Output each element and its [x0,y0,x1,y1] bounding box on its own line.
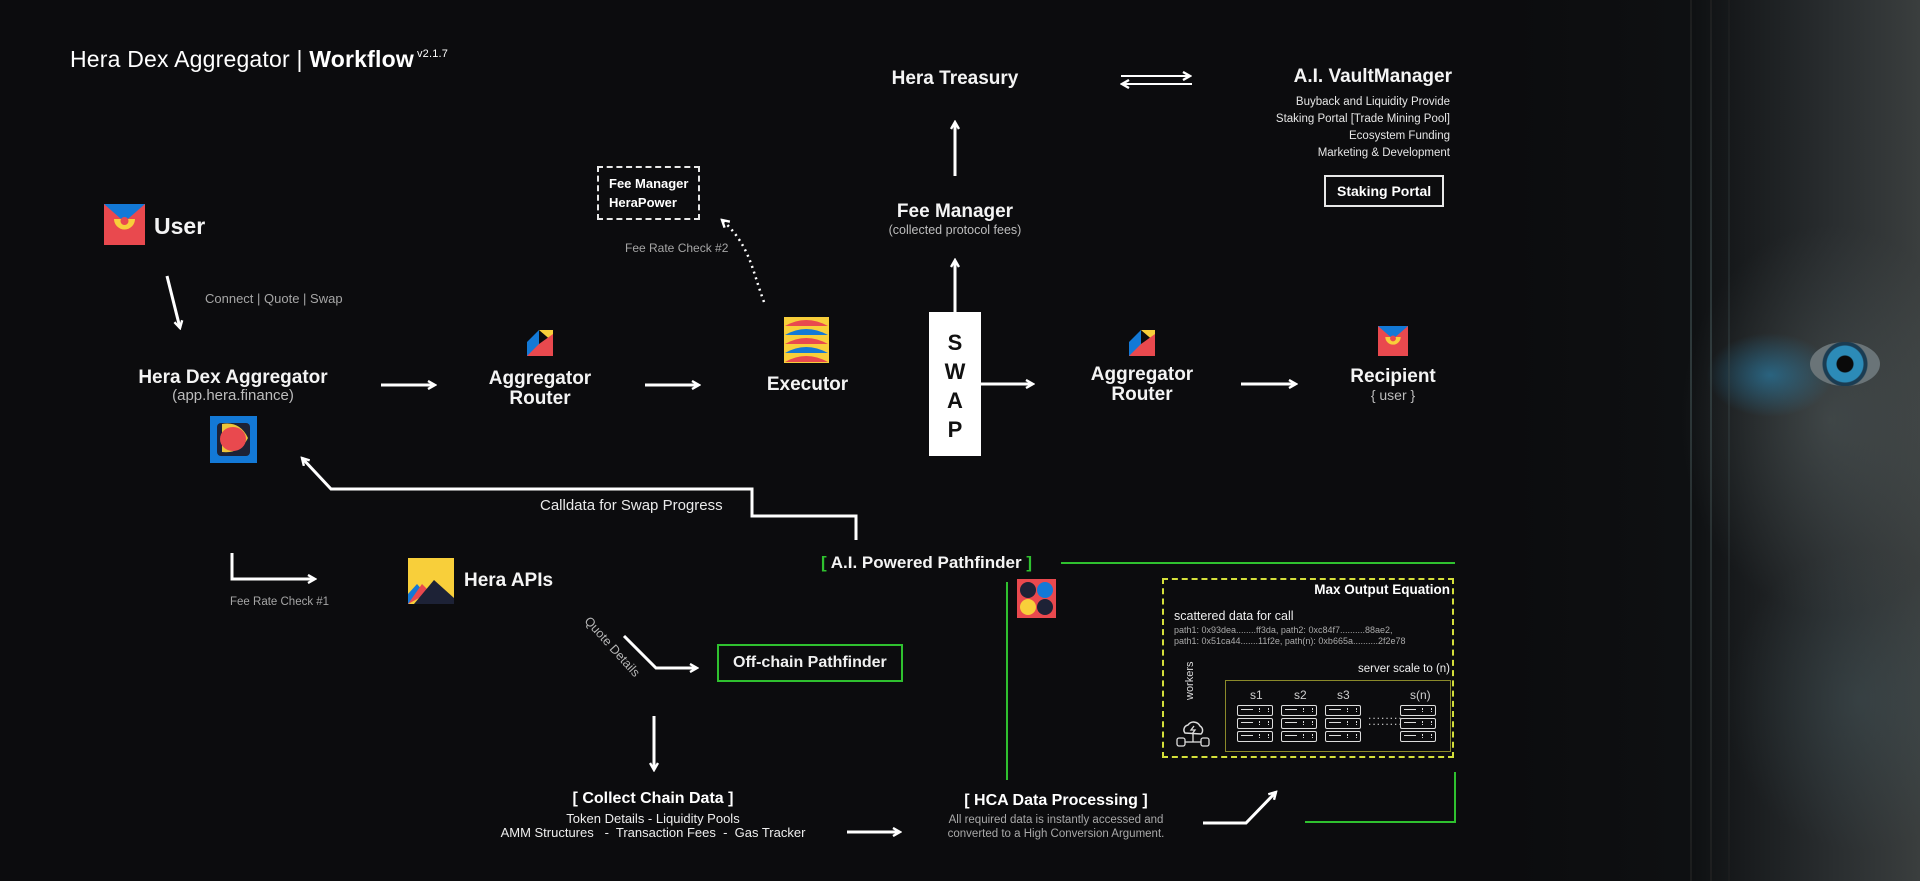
title-separator: | [296,46,303,72]
recipient-label: Recipient [1350,366,1436,387]
hca-processing-label: [ HCA Data Processing ] [964,792,1148,809]
path-line: path1: 0x51ca44.......11f2e, path(n): 0x… [1174,636,1406,646]
server-rack-icon [1281,705,1317,744]
fee-manager-herapower-box: Fee Manager HeraPower [597,166,701,220]
hca-processing-line2: converted to a High Conversion Argument. [947,828,1165,840]
server-rack-icon [1325,705,1361,744]
server-label: s2 [1294,688,1307,702]
version-label: v2.1.7 [416,48,449,60]
aggregator-router-logo-icon [1129,330,1155,361]
fee-rate-check-2-label: Fee Rate Check #2 [625,241,729,255]
offchain-pathfinder-box: Off-chain Pathfinder [717,644,903,682]
fee-manager-sub: (collected protocol fees) [888,223,1022,237]
max-output-equation-box [1162,578,1454,758]
hera-apis-logo-icon [408,558,454,609]
router-2-line1: Aggregator [1090,364,1194,385]
fee-manager-node: Fee Manager (collected protocol fees) [870,202,1040,238]
collect-chain-data-node: [ Collect Chain Data ] Token Details - L… [470,790,836,840]
ellipsis-row: ........ [1368,714,1403,728]
fee-manager-box-line1: Fee Manager [609,176,689,191]
router-1-line2: Router [509,388,571,409]
server-ellipsis: ................ [1368,709,1403,728]
server-label: s(n) [1410,688,1431,702]
vault-item: Marketing & Development [1317,147,1450,159]
swap-letter: S [947,330,963,355]
fee-manager-label: Fee Manager [896,201,1014,222]
router-2-line2: Router [1111,384,1173,405]
portrait-eye [1810,342,1880,386]
collect-chain-data-label: [ Collect Chain Data ] [572,790,734,807]
arrow-quote-details [622,634,697,668]
hair-strand [1690,0,1692,881]
scattered-data-label: scattered data for call [1174,609,1294,623]
arrow-calldata-return [302,458,858,540]
vault-item: Staking Portal [Trade Mining Pool] [1275,113,1450,125]
swap-letter: W [944,359,966,384]
user-logo-icon [104,204,145,250]
calldata-label: Calldata for Swap Progress [540,497,723,514]
executor-label: Executor [766,374,849,395]
vault-manager-list: Buyback and Liquidity Provide Staking Po… [1276,94,1450,162]
dex-aggregator-logo-icon [210,416,257,468]
staking-portal-button[interactable]: Staking Portal [1324,175,1445,207]
connect-quote-swap-label: Connect | Quote | Swap [205,291,343,306]
swap-letter: A [947,388,963,413]
executor-logo-icon [784,317,829,368]
section-name: Workflow [309,46,414,72]
arrow-fee-check-1 [230,553,315,579]
collect-chain-data-line2: AMM Structures - Transaction Fees - Gas … [500,825,806,840]
swap-letter: P [947,417,963,442]
dex-aggregator-url[interactable]: (app.hera.finance) [172,387,294,404]
dex-aggregator-label: Hera Dex Aggregator [138,367,328,388]
arrow-hca-to-output [1203,792,1276,825]
aggregator-router-node-2: Aggregator Router [1072,365,1212,405]
user-label: User [154,213,206,239]
brand-name: Hera Dex Aggregator [70,46,290,72]
hera-apis-label: Hera APIs [464,570,554,591]
collect-chain-data-line1: Token Details - Liquidity Pools [566,811,740,826]
fee-rate-check-1-label: Fee Rate Check #1 [230,596,330,608]
swap-block: S W A P [929,312,981,456]
recipient-logo-icon [1378,326,1408,361]
fee-manager-box-line2: HeraPower [609,195,677,210]
workers-cloud-icon [1176,720,1210,753]
router-1-line1: Aggregator [488,368,592,389]
server-label: s3 [1337,688,1350,702]
server-cluster-box [1225,680,1451,752]
arrow-fee-check-2-dotted [722,220,766,303]
hca-processing-node: [ HCA Data Processing ] All required dat… [928,792,1184,841]
bracket-close: ] [1026,553,1032,572]
path-data: path1: 0x93dea........ff3da, path2: 0xc8… [1174,625,1406,647]
server-rack-icon [1400,705,1436,744]
vault-manager-label: A.I. VaultManager [1293,66,1452,87]
max-output-title: Max Output Equation [1314,582,1450,597]
aggregator-router-logo-icon [527,330,553,361]
dex-aggregator-node: Hera Dex Aggregator (app.hera.finance) [120,368,346,404]
hera-treasury-label: Hera Treasury [891,68,1019,89]
hca-processing-line1: All required data is instantly accessed … [948,814,1164,826]
arrow-user-to-aggregator [165,275,180,328]
ai-pathfinder-node: [ A.I. Powered Pathfinder ] [821,553,1032,573]
ai-pathfinder-label: A.I. Powered Pathfinder [830,553,1022,572]
vault-item: Buyback and Liquidity Provide [1295,96,1450,108]
vault-item: Ecosystem Funding [1349,130,1450,142]
green-line-output-return [1305,772,1456,823]
path-line: path1: 0x93dea........ff3da, path2: 0xc8… [1174,625,1393,635]
server-scale-label: server scale to (n) [1357,663,1450,675]
pathfinder-logo-icon [1017,579,1056,623]
recipient-sub: { user } [1370,387,1416,403]
bracket-open: [ [821,553,827,572]
server-rack-icon [1237,705,1273,744]
aggregator-router-node-1: Aggregator Router [470,369,610,409]
recipient-node: Recipient { user } [1328,366,1458,404]
hair-strand [1710,0,1712,881]
workers-label: workers [1184,661,1196,700]
server-label: s1 [1250,688,1263,702]
hair-strand [1728,0,1730,881]
